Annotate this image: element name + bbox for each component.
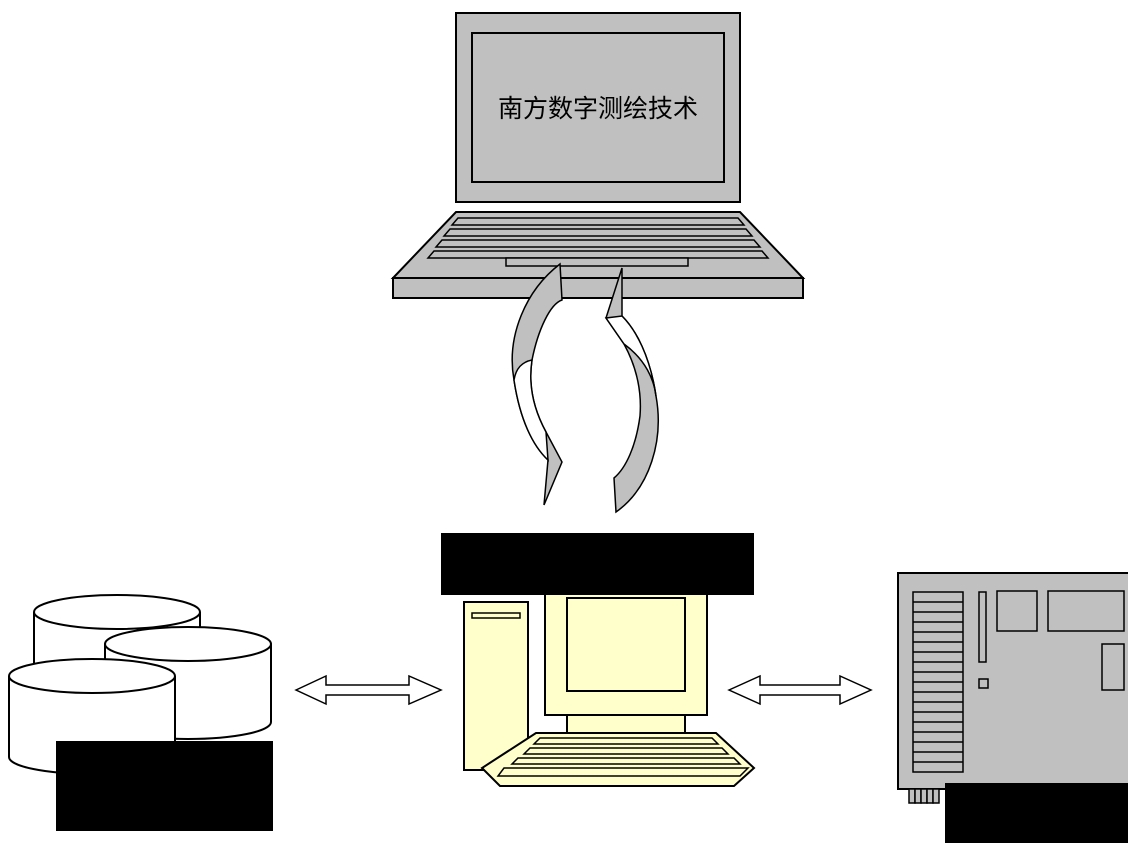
- desktop-monitor-screen: [566, 597, 686, 692]
- keyboard-row: [442, 228, 754, 237]
- laptop-keyboard: [426, 217, 770, 259]
- redaction-box: [56, 741, 273, 831]
- server-panel: [1047, 590, 1125, 632]
- desktop-drive-slot: [471, 612, 521, 619]
- keyboard-row: [426, 250, 770, 259]
- keyboard-row: [522, 747, 730, 755]
- laptop-screen-text: 南方数字测绘技术: [498, 94, 698, 123]
- double-arrow-right-icon: [727, 674, 873, 706]
- sync-arrow-down-inner: [513, 359, 549, 462]
- laptop-base-front: [392, 277, 804, 299]
- laptop: 南方数字测绘技术: [390, 12, 806, 299]
- sync-arrow-up-icon: [605, 267, 659, 514]
- laptop-screen: [471, 32, 725, 183]
- server-cabinet: [897, 572, 1128, 804]
- server-led: [978, 678, 989, 689]
- server-panel: [1101, 643, 1125, 691]
- keyboard-row: [496, 767, 750, 777]
- redaction-box: [441, 533, 754, 595]
- server-slot: [978, 591, 987, 663]
- sync-arrow-up-inner: [604, 315, 657, 397]
- server-feet: [908, 788, 940, 804]
- server-vent: [912, 591, 964, 773]
- keyboard-row: [434, 239, 762, 248]
- desktop-computer: [463, 584, 756, 787]
- keyboard-row: [450, 217, 746, 226]
- laptop-touchpad: [505, 257, 689, 267]
- desktop-tower: [463, 601, 529, 771]
- keyboard-row: [532, 737, 720, 745]
- server-panel: [996, 590, 1038, 632]
- double-arrow-left-icon: [294, 674, 443, 706]
- desktop-keyboard-keys: [496, 737, 750, 777]
- sync-arrows: [511, 262, 659, 514]
- redaction-box: [945, 783, 1128, 843]
- desktop-monitor-stand: [566, 714, 686, 734]
- keyboard-row: [510, 757, 742, 765]
